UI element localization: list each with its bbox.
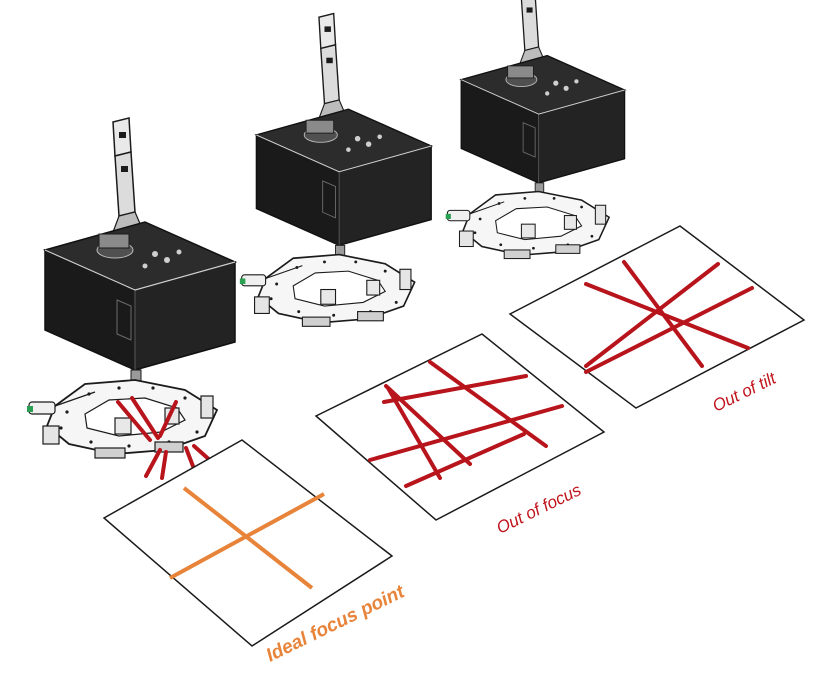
target-ideal xyxy=(102,439,394,647)
target-out-of-focus xyxy=(314,333,606,521)
device-ideal xyxy=(26,117,236,459)
device-out-of-focus xyxy=(239,12,433,328)
device-out-of-tilt xyxy=(444,0,626,260)
target-out-of-tilt xyxy=(508,225,806,409)
caption-out-of-focus: Out of focus xyxy=(493,480,584,537)
caption-out-of-tilt: Out of tilt xyxy=(709,368,780,415)
laser-beams xyxy=(116,396,214,480)
